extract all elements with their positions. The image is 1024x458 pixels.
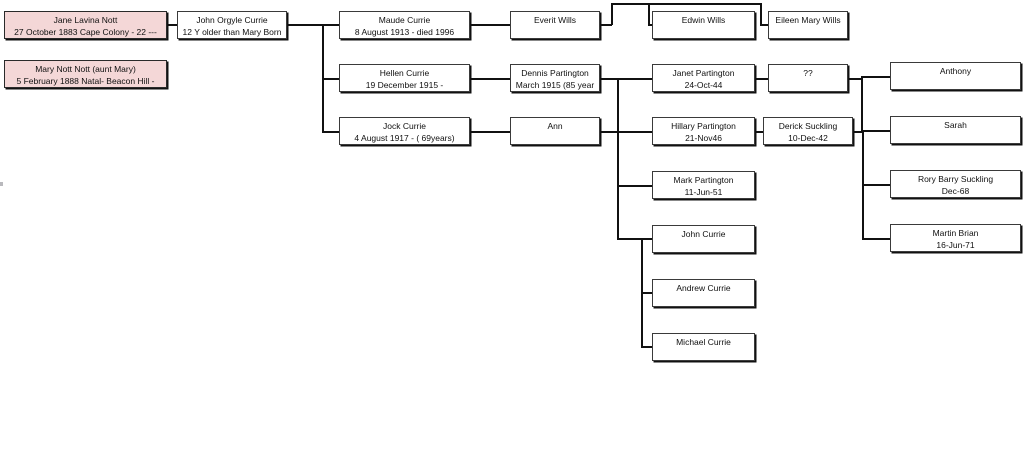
person-node-janet-partington[interactable]: Janet Partington 24-Oct-44 [652,64,755,92]
connector-ann-drop [617,131,619,239]
connector-anthony-sarah-trunk [861,78,863,131]
person-node-sarah[interactable]: Sarah [890,116,1021,144]
person-node-derick-suckling[interactable]: Derick Suckling 10-Dec-42 [763,117,853,145]
connector-edwin-left-stub [648,24,653,26]
connector-rail-to-eileen [760,3,762,25]
person-detail: Dec-68 [941,186,970,196]
person-name: Everit Wills [533,15,577,25]
connector-hillary-to-derick [755,131,764,133]
person-detail: 16-Jun-71 [936,240,975,250]
person-detail: 21-Nov46 [685,133,722,143]
connector-trunk-to-sarah [861,130,891,132]
connector-maude-to-everit [470,24,511,26]
person-name: Martin Brian [932,228,979,238]
person-detail: 10-Dec-42 [788,133,828,143]
person-node-hillary-partington[interactable]: Hillary Partington 21-Nov46 [652,117,755,145]
connector-trunk-to-maude [322,24,340,26]
person-detail: 8 August 1913 - died 1996 [354,27,455,37]
connector-trunk-to-rory [862,184,891,186]
person-node-edwin-wills[interactable]: Edwin Wills [652,11,755,39]
person-name: Dennis Partington [521,68,589,78]
connector-trunk-to-anthony [861,76,891,78]
person-detail: 24-Oct-44 [684,80,723,90]
connector-wills-top-rail [611,3,761,5]
person-node-everit-wills[interactable]: Everit Wills [510,11,600,39]
person-name: Eileen Mary Wills [775,15,841,25]
connector-trunk-to-jock [322,131,340,133]
person-node-john-currie[interactable]: John Currie [652,225,755,253]
person-node-jock-currie[interactable]: Jock Currie 4 August 1917 - ( 69years) [339,117,470,145]
connector-derick-right-stub [853,131,863,133]
connector-spouse-right-stub [848,78,862,80]
person-name: John Currie [681,229,726,239]
person-node-mary-nott-nott[interactable]: Mary Nott Nott (aunt Mary) 5 February 188… [4,60,167,88]
connector-wills-children-trunk [611,3,613,25]
person-node-michael-currie[interactable]: Michael Currie [652,333,755,361]
person-name: Mary Nott Nott (aunt Mary) [35,64,136,74]
person-node-ann[interactable]: Ann [510,117,600,145]
person-name: Andrew Currie [676,283,731,293]
connector-jock-to-ann [470,131,511,133]
person-name: Michael Currie [676,337,731,347]
person-name: Hellen Currie [379,68,430,78]
person-node-andrew-currie[interactable]: Andrew Currie [652,279,755,307]
connector-currie-children-trunk [322,24,324,131]
person-node-anthony[interactable]: Anthony [890,62,1021,90]
connector-trunk-to-hillary [617,131,653,133]
connector-jane-to-john [167,24,178,26]
person-detail: 12 Y older than Mary Born [182,27,282,37]
person-name: John Orgyle Currie [196,15,268,25]
connector-trunk-to-hellen [322,78,340,80]
person-name: Ann [547,121,563,131]
person-detail: 19 December 1915 - [365,80,444,90]
person-name: Jane Lavina Nott [53,15,118,25]
person-node-john-orgyle-currie[interactable]: John Orgyle Currie 12 Y older than Mary B… [177,11,287,39]
person-node-mark-partington[interactable]: Mark Partington 11-Jun-51 [652,171,755,199]
person-detail: 11-Jun-51 [684,187,723,197]
connector-trunk-to-martin [862,238,891,240]
connector-trunk-to-mark [617,185,653,187]
connector-trunk-to-andrew [641,292,653,294]
person-node-maude-currie[interactable]: Maude Currie 8 August 1913 - died 1996 [339,11,470,39]
person-detail: 27 October 1883 Cape Colony - 22 --- [14,27,157,37]
person-detail: March 1915 (85 year [515,80,595,90]
connector-john-right-stub [287,24,323,26]
person-detail: 4 August 1917 - ( 69years) [354,133,455,143]
person-name: Janet Partington [672,68,735,78]
person-name: Sarah [944,120,967,130]
person-node-janet-spouse-unknown[interactable]: ?? [768,64,848,92]
person-name: Maude Currie [378,15,431,25]
person-name: Rory Barry Suckling [917,174,994,184]
connector-trunk-to-janet [617,78,653,80]
person-name: Jock Currie [383,121,426,131]
person-name: Derick Suckling [778,121,838,131]
person-node-martin-brian[interactable]: Martin Brian 16-Jun-71 [890,224,1021,252]
connector-trunk-to-michael [641,346,653,348]
person-name: ?? [803,68,813,78]
connector-dennis-right-stub [600,78,618,80]
person-detail: 5 February 1888 Natal- Beacon Hill - [16,76,155,86]
connector-everit-right-stub [600,24,612,26]
connector-trunk-to-john-currie [641,238,653,240]
person-name: Hillary Partington [671,121,736,131]
person-node-eileen-mary-wills[interactable]: Eileen Mary Wills [768,11,848,39]
connector-ann-to-currie-kids [617,238,653,240]
person-name: Mark Partington [673,175,734,185]
connector-hellen-to-dennis [470,78,511,80]
connector-eileen-left-stub [760,24,769,26]
person-name: Edwin Wills [681,15,726,25]
stray-mark-edge-speck [0,182,3,186]
person-name: Anthony [939,66,972,76]
person-node-hellen-currie[interactable]: Hellen Currie 19 December 1915 - [339,64,470,92]
connector-janet-to-spouse [755,78,769,80]
connector-ann-right-stub [600,131,618,133]
person-node-jane-lavina-nott[interactable]: Jane Lavina Nott 27 October 1883 Cape Col… [4,11,167,39]
connector-rail-to-edwin [648,3,650,25]
